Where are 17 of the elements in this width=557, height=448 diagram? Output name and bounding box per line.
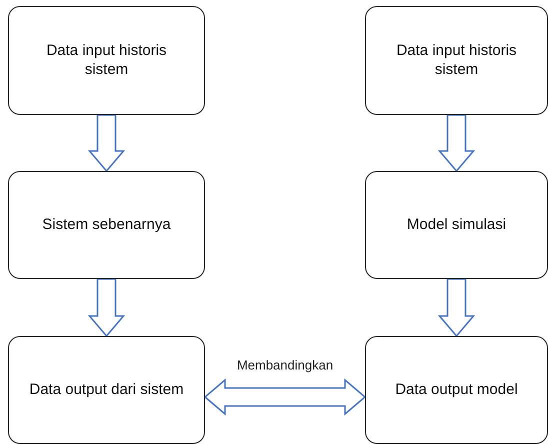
process-box — [8, 6, 205, 115]
block-arrow — [88, 114, 126, 172]
process-box — [365, 336, 548, 444]
process-box — [365, 171, 548, 279]
box-text: Data input historis sistem — [45, 42, 168, 80]
block-arrow — [88, 278, 126, 338]
process-box — [8, 336, 205, 444]
process-box — [8, 171, 205, 279]
box-text: Data output model — [395, 380, 518, 400]
box-text: Data input historis sistem — [395, 42, 518, 80]
block-arrow — [438, 114, 476, 172]
box-text: Sistem sebenarnya — [42, 216, 171, 234]
process-box — [365, 6, 548, 115]
box-text: Model simulasi — [406, 216, 506, 234]
block-arrow — [438, 278, 476, 338]
block-arrow — [204, 378, 366, 416]
box-text: Data output dari sistem — [29, 380, 184, 400]
